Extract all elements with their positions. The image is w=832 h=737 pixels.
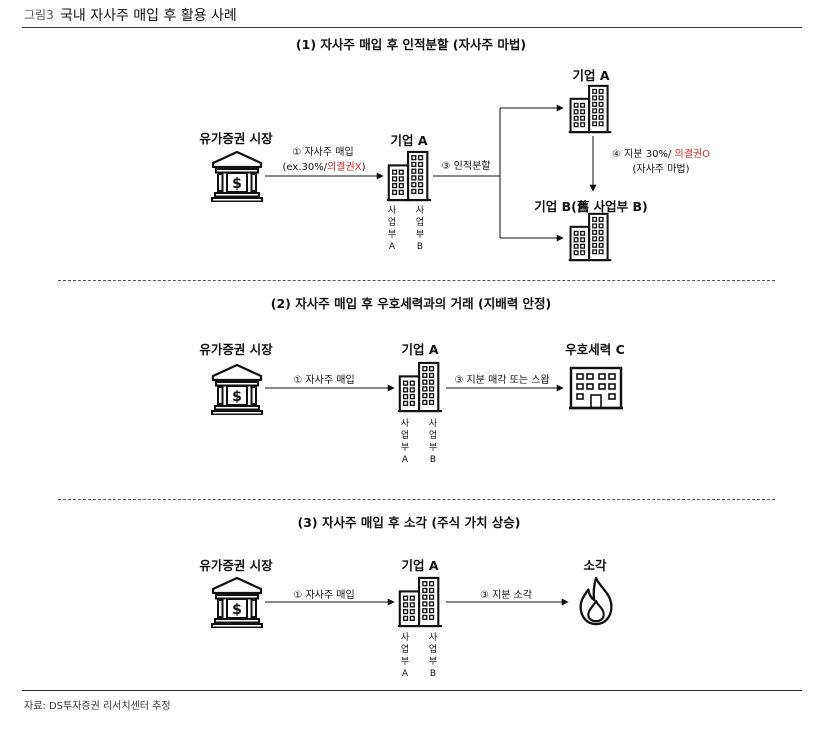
section1-market-label: 유가증권 시장	[199, 131, 273, 146]
fire-icon	[579, 576, 613, 626]
section2-division-b-char: 업	[428, 431, 438, 441]
section2-title: (2) 자사주 매입 후 우호세력과의 거래 (지배력 안정)	[270, 296, 552, 311]
section1-company-b-label: 기업 B(舊 사업부 B)	[534, 199, 648, 214]
section1-step3-label: ③ 인적분할	[441, 161, 491, 172]
section1-voting-rights-yes: 의결권O	[674, 149, 710, 160]
section2-division-b-char: 부	[428, 443, 438, 453]
bottom-rule	[22, 690, 802, 691]
section3-division-b-char: 사	[428, 633, 438, 643]
section3-company-a-label: 기업 A	[401, 558, 439, 573]
figure-title: 국내 자사주 매입 후 활용 사례	[60, 8, 237, 24]
section1-step4-prefix: ④ 지분 30%/	[612, 149, 675, 160]
section3-step3-label: ③ 지분 소각	[479, 590, 533, 601]
section1-division-b-char: 사	[415, 206, 425, 216]
figure-label: 그림3	[24, 8, 54, 22]
section3-division-a-char: A	[401, 669, 409, 679]
section3-division-a-char: 사	[400, 633, 410, 643]
section1-step1-suffix: )	[361, 162, 366, 173]
source-note: 자료: DS투자증권 리서치센터 추정	[24, 701, 171, 712]
section2-division-a-char: 업	[400, 431, 410, 441]
section1-division-b-char: 업	[415, 218, 425, 228]
section-divider-1	[58, 280, 775, 281]
section2-division-a-char: 사	[400, 419, 410, 429]
section2-market-label: 유가증권 시장	[199, 342, 273, 357]
section1-step1-prefix: (ex.30%/	[282, 162, 328, 173]
section1-division-a-char: 사	[387, 206, 397, 216]
bank-icon	[211, 150, 263, 202]
section3-division-b-char: 업	[428, 645, 438, 655]
section1-step4-line2: (자사주 마법)	[632, 164, 690, 175]
office-building-icon	[567, 212, 613, 262]
section1-title: (1) 자사주 매입 후 인적분할 (자사주 마법)	[295, 37, 527, 52]
section1-company-a-label: 기업 A	[390, 133, 428, 148]
section3-step1-label: ① 자사주 매입	[293, 590, 355, 601]
section1-step1-line1: ① 자사주 매입	[292, 147, 354, 158]
section3-division-b-char: 부	[428, 657, 438, 667]
section2-step1-label: ① 자사주 매입	[293, 375, 355, 386]
office-building-icon	[567, 84, 613, 134]
section1-step4-line1: ④ 지분 30%/ 의결권O	[612, 145, 710, 160]
section2-step3-label: ③ 지분 매각 또는 스왑	[454, 375, 550, 386]
bank-icon	[211, 576, 263, 628]
section1-division-b-char: 부	[415, 230, 425, 240]
section1-voting-rights-none: 의결권X	[327, 162, 362, 173]
flat-building-icon	[568, 366, 624, 410]
section1-division-b-char: B	[416, 242, 424, 252]
section3-market-label: 유가증권 시장	[199, 558, 273, 573]
section-divider-2	[58, 499, 775, 500]
office-building-icon	[397, 361, 443, 413]
section3-title: (3) 자사주 매입 후 소각 (주식 가치 상승)	[297, 515, 521, 530]
section1-division-a-char: 부	[387, 230, 397, 240]
section3-division-b-char: B	[429, 669, 437, 679]
section2-friendly-party-label: 우호세력 C	[565, 342, 625, 357]
section2-company-a-label: 기업 A	[401, 342, 439, 357]
section3-division-a-char: 부	[400, 657, 410, 667]
section3-burn-label: 소각	[583, 558, 607, 573]
section1-division-a-char: 업	[387, 218, 397, 228]
section1-step1-line2: (ex.30%/의결권X)	[283, 158, 366, 173]
section2-division-b-char: 사	[428, 419, 438, 429]
top-rule	[22, 27, 802, 28]
section3-division-a-char: 업	[400, 645, 410, 655]
bank-icon	[211, 363, 263, 415]
section2-division-b-char: B	[429, 455, 437, 465]
section2-division-a-char: A	[401, 455, 409, 465]
section1-company-a-top-label: 기업 A	[572, 68, 610, 83]
section1-division-a-char: A	[388, 242, 396, 252]
office-building-icon	[386, 150, 432, 202]
office-building-icon	[397, 576, 443, 628]
section2-division-a-char: 부	[400, 443, 410, 453]
